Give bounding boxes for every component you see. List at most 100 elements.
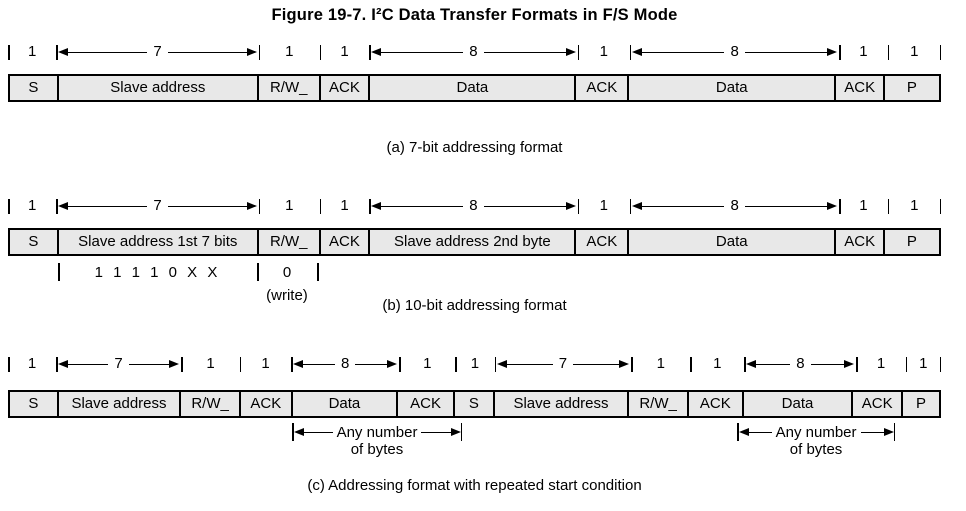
arrow-right-icon [565,202,576,210]
field-ack: ACK [240,392,293,416]
field-slave-address-1st-7-bits: Slave address 1st 7 bits [58,230,259,254]
bit-count-ack: 1 [839,196,887,216]
bit-count-value: 1 [859,43,868,60]
bit-count-value: 1 [656,355,665,372]
bit-count-ack: 1 [839,42,887,62]
bit-count-r-w: 1 [258,196,320,216]
diagram-caption-c: (c) Addressing format with repeated star… [307,477,642,494]
bit-count-value: 1 [340,43,349,60]
bit-count-data: 8 [369,42,577,62]
arrow-line [355,363,388,365]
arrow-left-icon [58,360,69,368]
bit-count-s: 1 [8,354,56,374]
arrow-line [744,51,828,53]
field-data: Data [370,76,577,100]
bit-count-row: 1 7 1 1 8 1 8 1 1 [8,196,941,216]
arrow-line [483,51,566,53]
bit-count-value: 8 [469,197,478,214]
bit-count-data: 8 [291,354,399,374]
bit-count-value: 1 [599,197,608,214]
tick-bar [317,263,319,281]
bit-count-value: 8 [730,197,739,214]
arrow-right-icon [565,48,576,56]
field-slave-address: Slave address [494,392,630,416]
arrow-line [421,431,451,433]
bit-count-value: 1 [261,355,270,372]
bit-count-slave-address: 7 [56,42,258,62]
bit-count-p: 1 [905,354,941,374]
field-r-w: R/W_ [629,392,689,416]
bit-count-ack: 1 [577,42,630,62]
field-data: Data [743,392,854,416]
bit-count-value: 8 [730,43,739,60]
tick-bar [257,263,259,281]
arrow-line [68,51,148,53]
arrow-right-icon [246,48,257,56]
arrow-left-icon [738,428,749,436]
byte-count-annotation-area: Any number of bytes Any number of [8,418,941,476]
field-data: Data [292,392,399,416]
bit-count-value: 1 [599,43,608,60]
field-slave-address-2nd-byte: Slave address 2nd byte [370,230,577,254]
arrow-left-icon [746,360,757,368]
bit-count-value: 8 [340,355,350,372]
arrow-line [756,363,791,365]
field-r-w: R/W_ [181,392,241,416]
bit-count-value: 1 [859,197,868,214]
bit-count-ack: 1 [577,196,630,216]
bit-count-ack: 1 [319,196,369,216]
bit-count-value: 7 [558,355,568,372]
tick-bar [893,423,896,441]
bit-count-p: 1 [887,42,941,62]
tick-bar [292,423,294,441]
bit-count-value: 1 [28,197,37,214]
field-s: S [454,392,495,416]
bit-count-value: 1 [285,197,294,214]
arrow-line [68,363,109,365]
arrow-left-icon [631,48,642,56]
bit-count-value: 1 [910,197,919,214]
field-ack: ACK [688,392,744,416]
arrow-line [744,205,828,207]
tick-bar [58,263,60,281]
arrow-line [573,363,620,365]
arrow-line [381,51,464,53]
arrow-line [128,363,170,365]
arrow-line [641,51,725,53]
arrow-line [303,363,335,365]
arrow-right-icon [246,202,257,210]
bit-count-value: 1 [919,355,928,372]
bit-count-ack: 1 [319,42,369,62]
bit-count-value: 1 [713,355,722,372]
arrow-line [748,431,772,433]
bit-count-s: 1 [8,42,56,62]
bit-count-value: 8 [469,43,478,60]
address-bits-value: 1 1 1 1 0 X X [94,264,221,281]
bit-count-data: 8 [629,42,839,62]
arrow-right-icon [827,48,838,56]
bit-count-value: 8 [796,355,805,372]
bit-count-value: 1 [285,43,294,60]
address-bits-annotation-area: 1 1 1 1 0 X X 0 (write) (b) 10-bit addre… [8,256,941,318]
bit-count-slave-address-1st-7-bits: 7 [56,196,258,216]
tick-bar [460,423,462,441]
arrow-right-icon [619,360,630,368]
arrow-line [167,205,247,207]
any-number-of-bytes-annotation: Any number of bytes [292,423,462,459]
bit-count-slave-address: 7 [56,354,181,374]
arrow-line [483,205,566,207]
annotation-text: of bytes [789,441,843,458]
bit-count-value: 1 [470,355,480,372]
bit-count-ack: 1 [399,354,455,374]
arrow-left-icon [58,48,69,56]
bit-count-ack: 1 [690,354,744,374]
field-s: S [10,230,59,254]
arrow-left-icon [631,202,642,210]
figure: Figure 19-7. I²C Data Transfer Formats i… [8,6,941,494]
bit-count-value: 1 [340,197,349,214]
bit-count-s: 1 [455,354,494,374]
bit-count-ack: 1 [856,354,905,374]
